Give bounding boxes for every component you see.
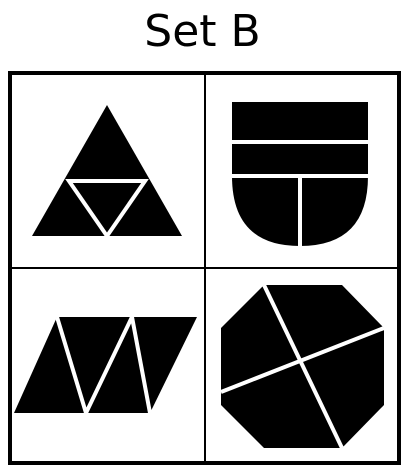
parallelogram-shape bbox=[14, 317, 197, 413]
cell-parallelogram bbox=[14, 310, 197, 419]
shield-dividers bbox=[232, 140, 368, 246]
grid-frame bbox=[8, 71, 401, 465]
octagon-dividers bbox=[220, 284, 385, 449]
triangle-shape bbox=[32, 105, 182, 236]
parallelogram-dividers bbox=[55, 310, 152, 419]
cell-triangle bbox=[32, 105, 182, 240]
set-title: Set B bbox=[144, 6, 261, 57]
triangle-dividers bbox=[65, 179, 149, 240]
cell-shield bbox=[232, 102, 368, 246]
cell-octagon bbox=[220, 284, 385, 449]
